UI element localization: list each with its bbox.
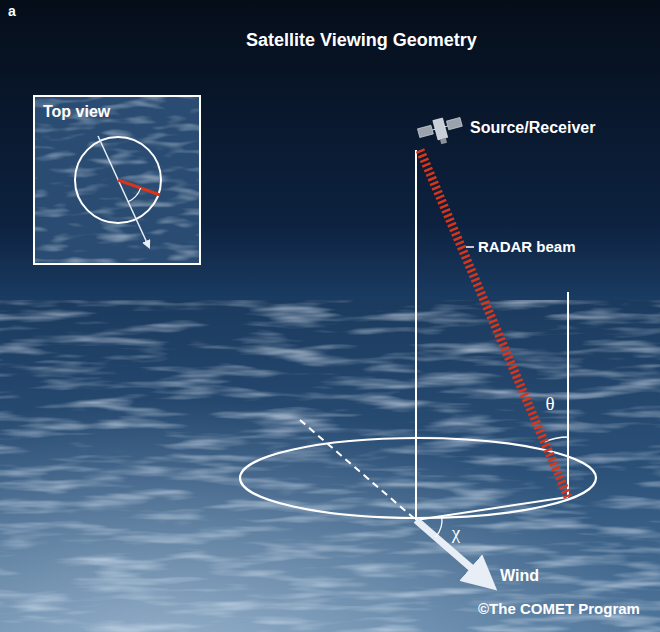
satellite-label: Source/Receiver — [470, 119, 595, 137]
inset-heading: Top view — [35, 97, 199, 127]
beam-label: RADAR beam — [478, 238, 576, 255]
panel-letter: a — [8, 3, 16, 19]
diagram-title: Satellite Viewing Geometry — [246, 30, 477, 51]
copyright-note: ©The COMET Program — [478, 600, 640, 617]
wind-label: Wind — [500, 567, 539, 585]
inset-box: Top view — [33, 95, 201, 265]
angle-symbol: θ — [545, 393, 554, 415]
angle-symbol: χ — [452, 522, 460, 544]
